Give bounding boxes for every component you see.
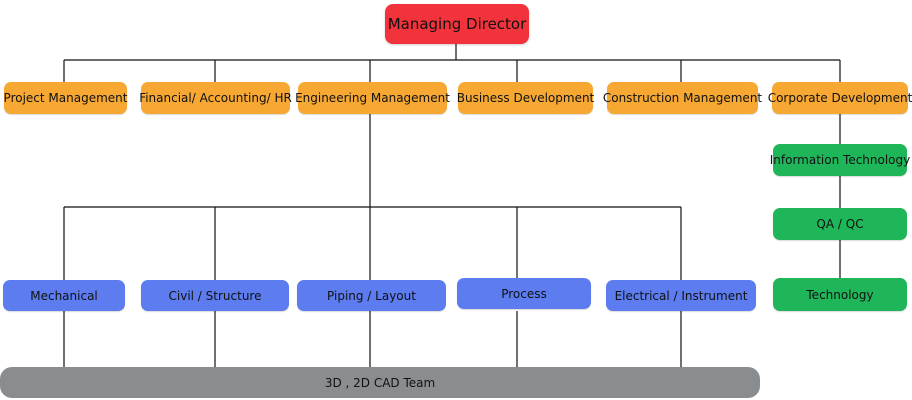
node-project-management: Project Management: [4, 82, 127, 114]
node-financial-accounting-hr: Financial/ Accounting/ HR: [139, 82, 292, 114]
node-managing-director: Managing Director: [385, 4, 529, 44]
node-civil-structure: Civil / Structure: [141, 280, 289, 311]
node-corporate-development: Corporate Development: [768, 82, 912, 114]
node-engineering-management: Engineering Management: [295, 82, 450, 114]
node-piping-layout: Piping / Layout: [297, 280, 446, 311]
node-construction-management: Construction Management: [603, 82, 762, 114]
node-mechanical: Mechanical: [3, 280, 125, 311]
node-cad-team: 3D , 2D CAD Team: [0, 367, 760, 398]
node-business-development: Business Development: [457, 82, 594, 114]
node-technology: Technology: [773, 278, 907, 311]
node-qa-qc: QA / QC: [773, 208, 907, 240]
node-information-technology: Information Technology: [770, 144, 910, 176]
node-process: Process: [457, 278, 591, 309]
node-electrical-instrument: Electrical / Instrument: [606, 280, 756, 311]
